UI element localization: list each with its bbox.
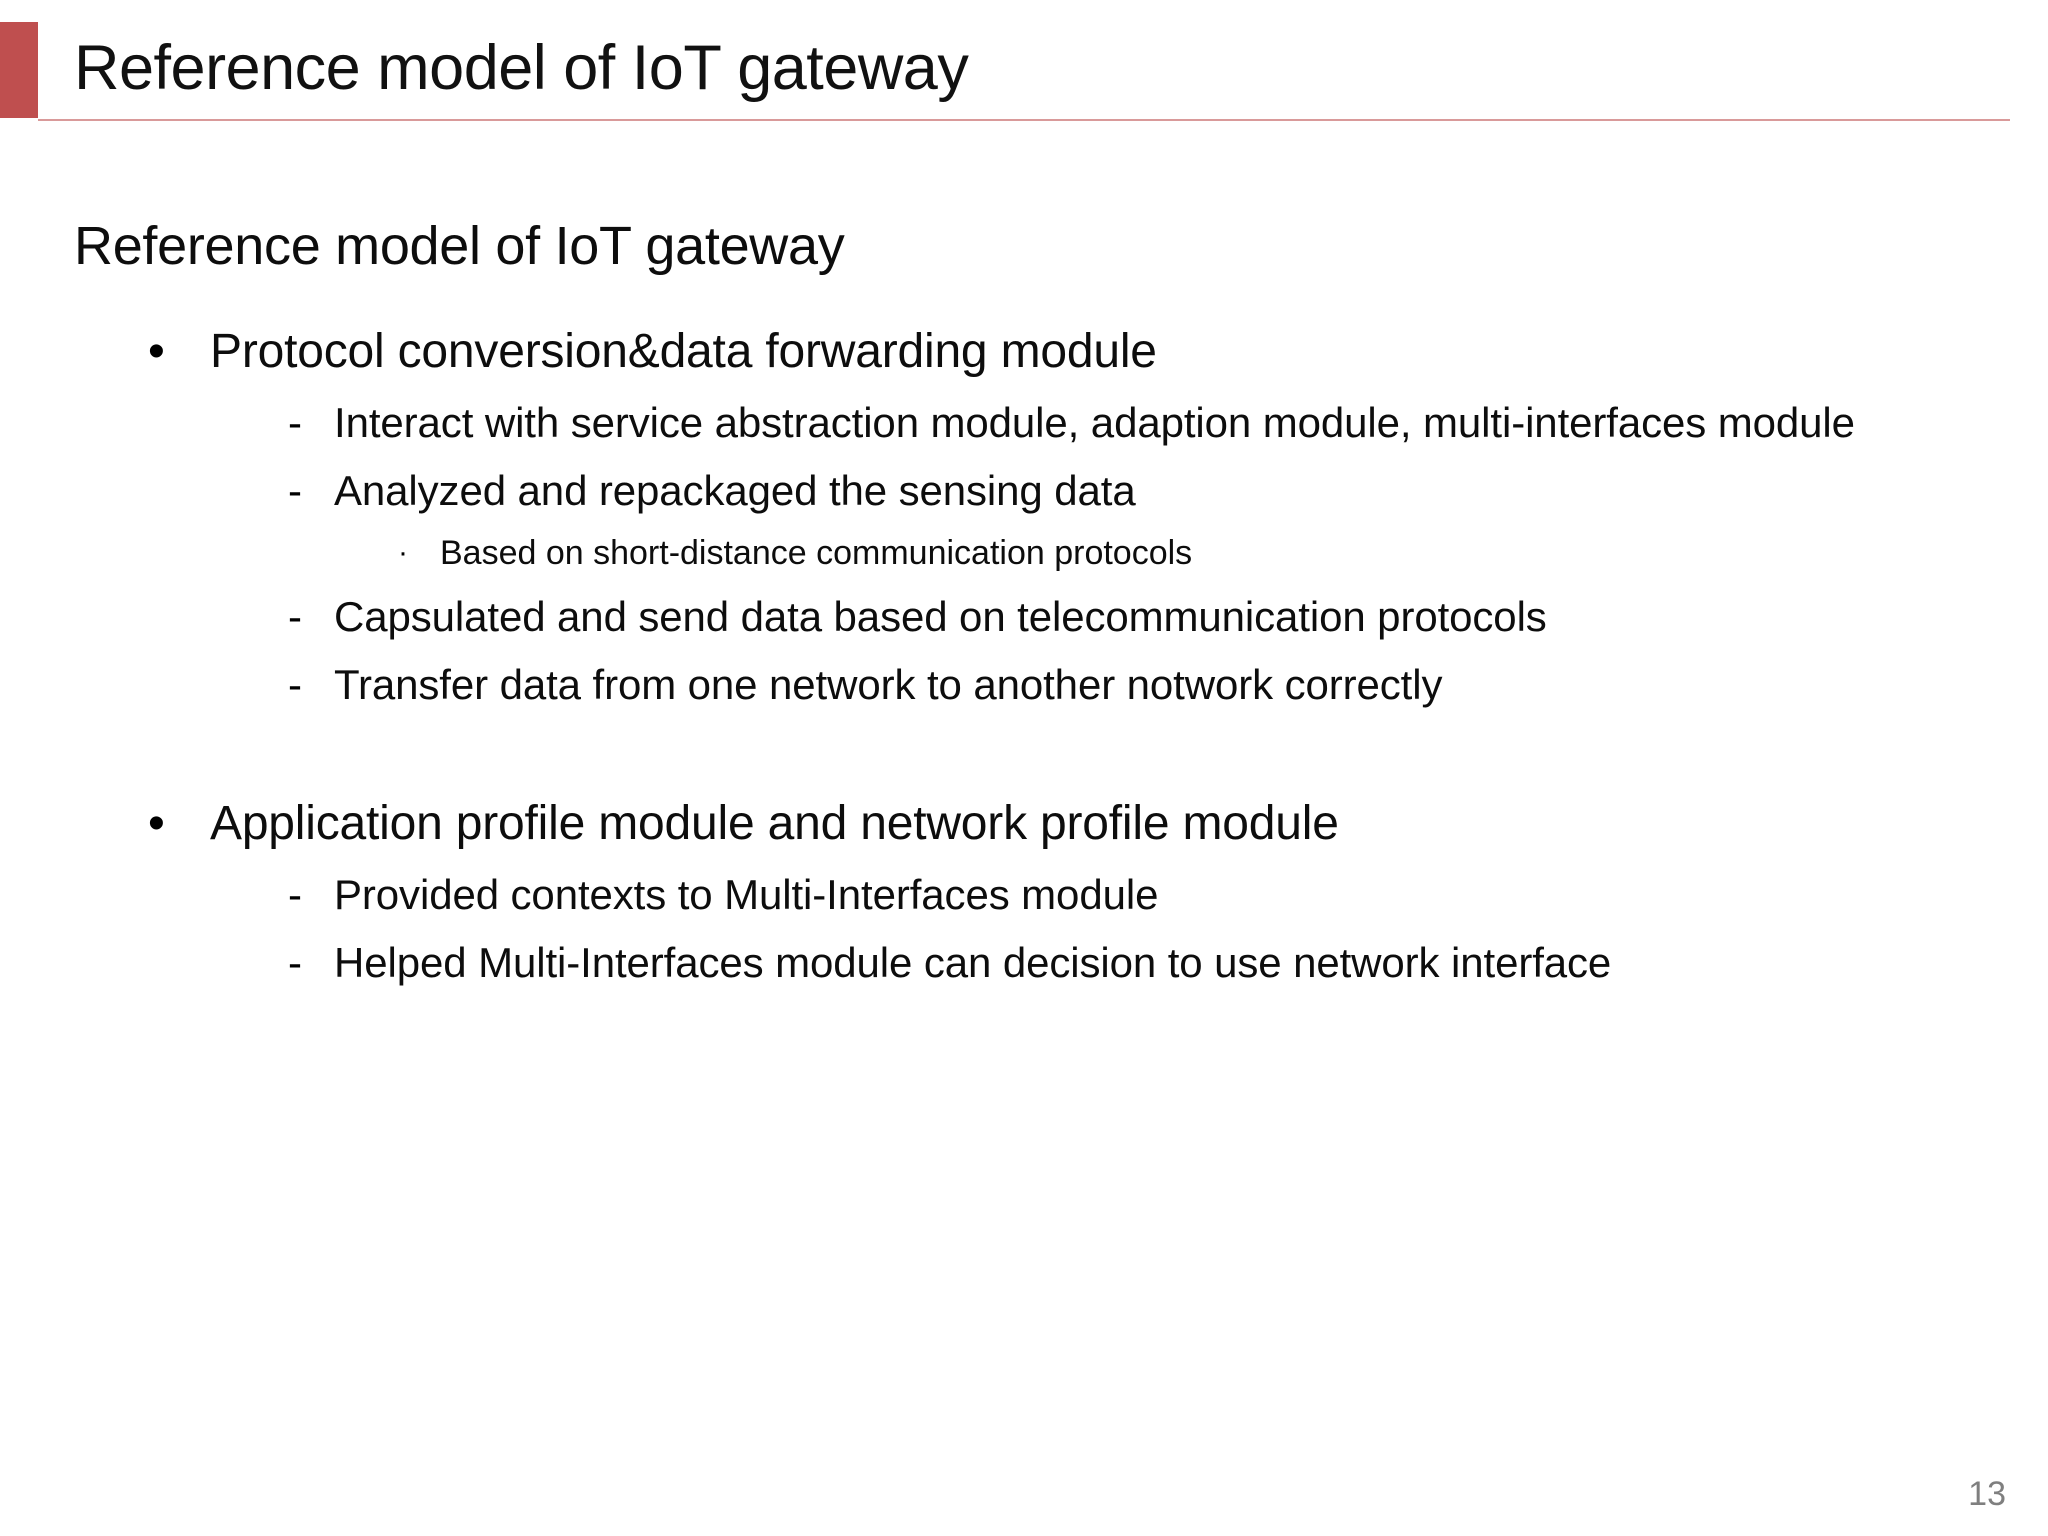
group-spacer — [0, 714, 2048, 772]
bullet-level2: - Interact with service abstraction modu… — [0, 394, 2048, 452]
bullet-level2: - Provided contexts to Multi-Interfaces … — [0, 866, 2048, 924]
slide-title: Reference model of IoT gateway — [74, 33, 969, 103]
bullet-level2-text: Transfer data from one network to anothe… — [334, 661, 1443, 708]
page-number: 13 — [1968, 1475, 2006, 1513]
bullet-level1: • Protocol conversion&data forwarding mo… — [0, 320, 2048, 384]
dash-marker-icon: - — [288, 467, 302, 514]
dash-marker-icon: - — [288, 939, 302, 986]
bullet-level2: - Transfer data from one network to anot… — [0, 656, 2048, 714]
dash-marker-icon: - — [288, 661, 302, 708]
bullet-level2: - Helped Multi-Interfaces module can dec… — [0, 934, 2048, 992]
bullet-level3-text: Based on short-distance communication pr… — [440, 534, 1193, 572]
bullet-level2-text: Helped Multi-Interfaces module can decis… — [334, 939, 1612, 986]
dash-marker-icon: - — [288, 871, 302, 918]
bullet-list: • Protocol conversion&data forwarding mo… — [0, 300, 2048, 992]
middot-marker-icon: · — [398, 536, 408, 569]
bullet-level3: · Based on short-distance communication … — [0, 528, 2048, 578]
title-accent-bar — [0, 22, 38, 118]
dash-marker-icon: - — [288, 593, 302, 640]
bullet-level2-text: Capsulated and send data based on teleco… — [334, 593, 1547, 640]
dash-marker-icon: - — [288, 399, 302, 446]
bullet-level2-text: Analyzed and repackaged the sensing data — [334, 467, 1136, 514]
bullet-level2: - Analyzed and repackaged the sensing da… — [0, 462, 2048, 520]
bullet-level1: • Application profile module and network… — [0, 792, 2048, 856]
bullet-level2-text: Interact with service abstraction module… — [334, 399, 1855, 446]
section-heading: Reference model of IoT gateway — [74, 216, 845, 276]
bullet-level1-text: Application profile module and network p… — [210, 797, 1339, 850]
bullet-level2-text: Provided contexts to Multi-Interfaces mo… — [334, 871, 1159, 918]
title-divider-rule — [38, 119, 2010, 121]
bullet-dot-icon: • — [148, 325, 165, 378]
bullet-dot-icon: • — [148, 797, 165, 850]
bullet-level1-text: Protocol conversion&data forwarding modu… — [210, 325, 1157, 378]
bullet-level2: - Capsulated and send data based on tele… — [0, 588, 2048, 646]
